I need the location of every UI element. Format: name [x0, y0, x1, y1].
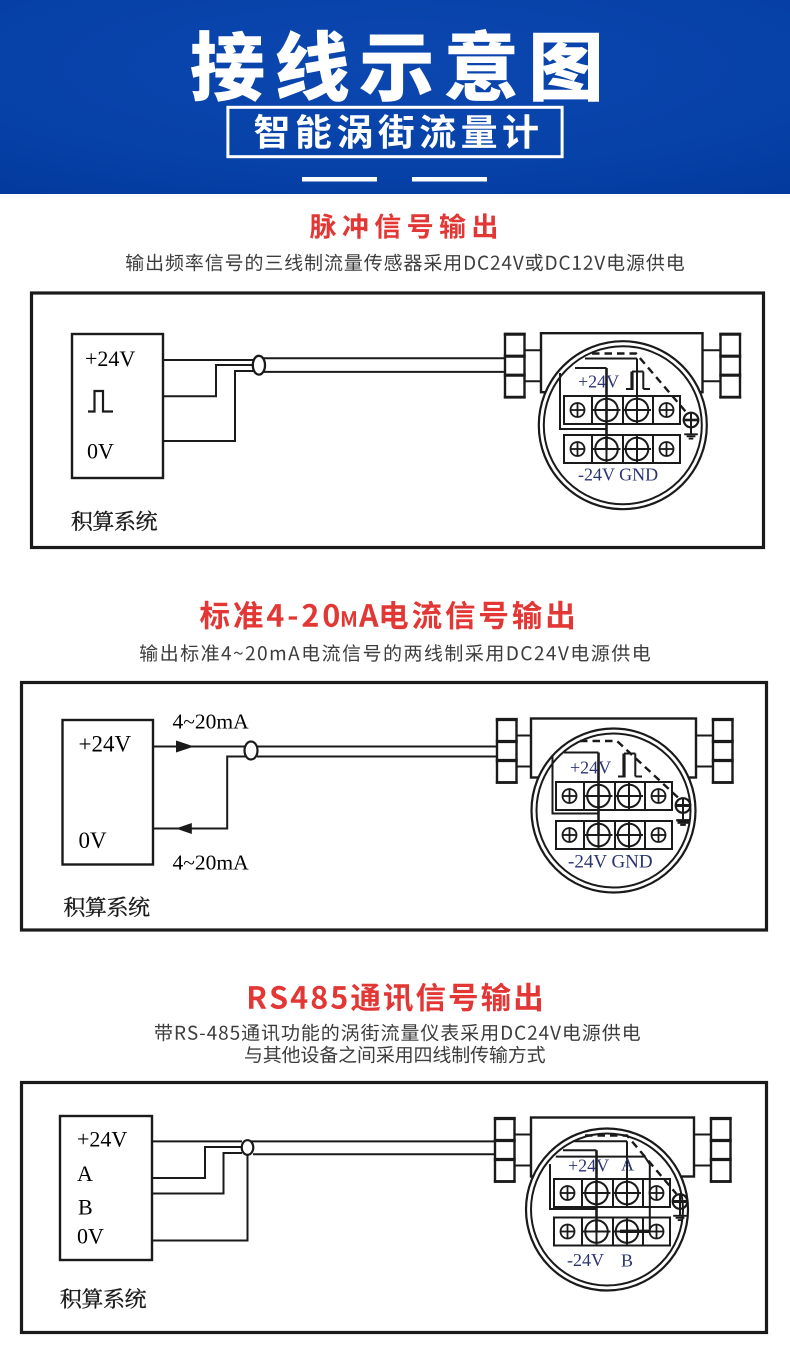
svg-text:+24V: +24V [85, 346, 135, 371]
svg-text:4~20mA: 4~20mA [173, 710, 250, 734]
svg-text:0V: 0V [87, 439, 114, 464]
svg-text:0V: 0V [79, 828, 108, 853]
svg-text:A: A [621, 1155, 634, 1175]
svg-text:-24V GND: -24V GND [568, 852, 653, 873]
svg-text:-24V GND: -24V GND [578, 465, 658, 485]
svg-text:0V: 0V [77, 1224, 104, 1249]
svg-text:+24V: +24V [578, 372, 619, 392]
svg-text:A: A [77, 1161, 93, 1186]
svg-text:4~20mA: 4~20mA [173, 851, 250, 875]
svg-text:B: B [621, 1251, 633, 1271]
svg-text:+24V: +24V [79, 732, 132, 757]
svg-text:-24V: -24V [567, 1250, 604, 1270]
svg-text:+24V: +24V [570, 758, 611, 778]
svg-text:B: B [78, 1195, 93, 1220]
svg-text:+24V: +24V [568, 1156, 609, 1176]
svg-text:+24V: +24V [77, 1127, 127, 1152]
